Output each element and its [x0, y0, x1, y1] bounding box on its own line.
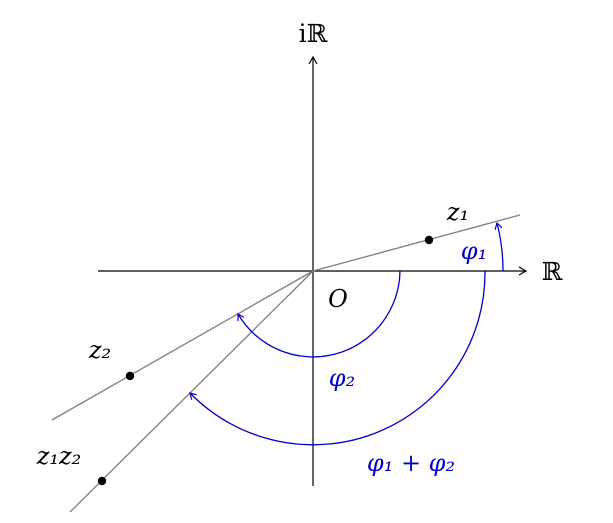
z1-label: z₁	[446, 198, 469, 226]
point-z2	[125, 371, 135, 381]
ray-z2	[51, 270, 314, 421]
ray-z1z2	[69, 270, 314, 513]
phi1-plus-phi2-label: φ₁ + φ₂	[367, 449, 455, 477]
real-axis-label: ℝ	[542, 257, 563, 286]
phi2-label: φ₂	[329, 364, 355, 392]
arc-phi1	[494, 221, 504, 272]
phi1-label: φ₁	[461, 237, 487, 265]
origin-label: O	[328, 285, 348, 313]
arc-phi2	[237, 270, 401, 358]
ray-z1	[312, 214, 521, 272]
z2-label: z₂	[88, 336, 111, 364]
arc-phi1-plus-phi2	[189, 270, 486, 446]
point-z1	[424, 235, 434, 245]
z1z2-label: z₁z₂	[36, 442, 82, 470]
point-z1z2	[97, 476, 107, 486]
imaginary-axis-label: iℝ	[299, 19, 328, 48]
